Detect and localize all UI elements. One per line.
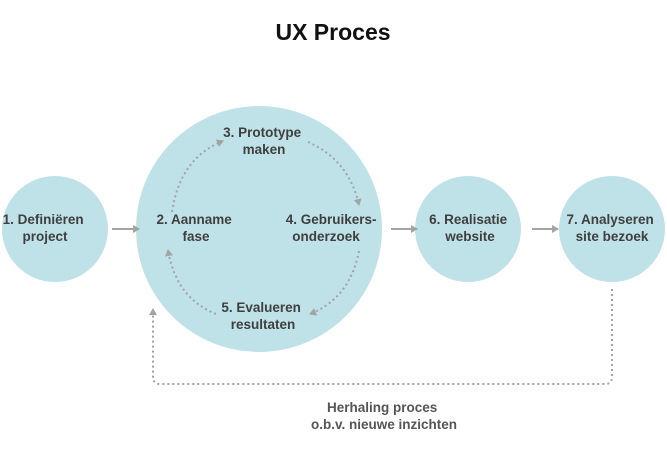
feedback-loop-arrow: [149, 289, 613, 385]
circle-analyseren: [559, 176, 665, 282]
arrow-5-to-2: [165, 249, 217, 315]
node-analyseren-label: 7. Analyseren site bezoek: [566, 212, 657, 244]
node-gebruikersonderzoek-label: 4. Gebruikers- onderzoek: [286, 212, 381, 244]
arrow-3-to-4: [307, 141, 362, 206]
arrow-2-to-3: [171, 139, 224, 213]
node-definieren-label: 1. Definiëren project: [3, 212, 88, 244]
node-prototype-label: 3. Prototype maken: [223, 125, 305, 157]
circle-iteration-cycle: [136, 106, 382, 352]
node-aanname-label: 2. Aanname fase: [156, 212, 235, 244]
circle-realisatie: [415, 176, 521, 282]
node-evalueren-label: 5. Evalueren resultaten: [221, 300, 304, 332]
diagram-title: UX Proces: [275, 19, 390, 45]
feedback-loop-caption: Herhaling proces o.b.v. nieuwe inzichten: [311, 400, 457, 432]
circle-definieren: [2, 176, 108, 282]
arrow-4-to-5: [309, 250, 360, 316]
node-realisatie-label: 6. Realisatie website: [429, 212, 511, 244]
